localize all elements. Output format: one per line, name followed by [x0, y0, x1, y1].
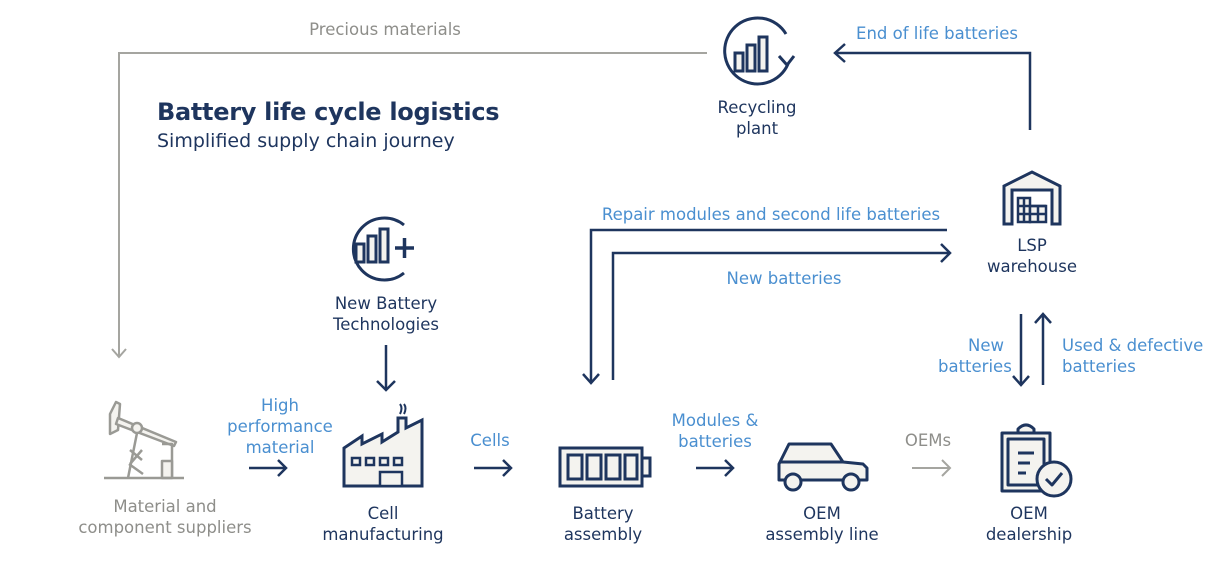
high-performance-arrow [249, 459, 288, 477]
oems-arrow [912, 459, 952, 477]
suppliers-label: Material and component suppliers [60, 496, 270, 538]
new-tech-label-line1: New Battery [334, 294, 438, 313]
high-perf-line1: High [261, 396, 299, 415]
chart-plus-icon [351, 216, 414, 282]
new-tech-connector [376, 345, 396, 392]
oil-pump-icon [104, 400, 184, 480]
used-defective-label: Used & defective batteries [1062, 335, 1222, 377]
cell-manufacturing-label: Cell manufacturing [305, 503, 461, 545]
new-batteries-label: New batteries [726, 269, 842, 288]
new-tech-label: New Battery Technologies [306, 293, 466, 335]
oem-dealer-label-line2: dealership [985, 525, 1073, 544]
high-perf-line3: material [245, 438, 315, 457]
battery-assembly-label: Battery assembly [543, 503, 663, 545]
modules-batteries-label: Modules & batteries [660, 410, 770, 452]
recycling-chart-icon [723, 16, 796, 86]
page-title: Battery life cycle logistics [157, 98, 500, 126]
high-perf-line2: performance [227, 417, 333, 436]
dealer-new-line2: batteries [938, 357, 1012, 376]
lsp-label-line1: LSP [1017, 236, 1047, 255]
cell-mfg-label-line1: Cell [367, 504, 399, 523]
warehouse-icon [1002, 170, 1062, 226]
high-performance-label: High performance material [220, 395, 340, 458]
modules-line2: batteries [678, 432, 752, 451]
oem-line-label-line1: OEM [803, 504, 841, 523]
recycling-plant-label: Recycling plant [700, 97, 814, 139]
precious-materials-label: Precious materials [309, 20, 461, 39]
repair-connector [582, 228, 947, 385]
battery-assembly-label-line2: assembly [563, 525, 643, 544]
modules-arrow [696, 459, 735, 477]
dealer-to-lsp-connector [1034, 312, 1052, 385]
cells-arrow [474, 459, 513, 477]
cells-label: Cells [470, 431, 510, 450]
battery-icon [558, 446, 652, 488]
oem-dealership-label: OEM dealership [972, 503, 1086, 545]
precious-materials-connector [111, 52, 707, 359]
oem-line-label-line2: assembly line [765, 525, 879, 544]
cell-mfg-label-line2: manufacturing [322, 525, 444, 544]
dealer-new-line1: New [968, 336, 1004, 355]
page-subtitle: Simplified supply chain journey [157, 130, 455, 152]
car-icon [777, 442, 869, 492]
suppliers-label-line1: Material and [113, 497, 217, 516]
oem-dealer-label-line1: OEM [1010, 504, 1048, 523]
modules-line1: Modules & [671, 411, 759, 430]
recycling-label-line2: plant [735, 119, 779, 138]
dealer-new-batteries-label: New batteries [938, 335, 1012, 377]
new-batteries-connector [611, 243, 952, 380]
battery-assembly-label-line1: Battery [572, 504, 634, 523]
repair-modules-label: Repair modules and second life batteries [601, 205, 941, 224]
lsp-to-dealer-connector [1012, 314, 1030, 387]
oems-label: OEMs [904, 431, 952, 450]
oem-assembly-line-label: OEM assembly line [752, 503, 892, 545]
clipboard-check-icon [1000, 423, 1073, 498]
used-line2: batteries [1062, 357, 1136, 376]
suppliers-label-line2: component suppliers [78, 518, 252, 537]
factory-icon [342, 403, 424, 488]
end-of-life-label: End of life batteries [856, 24, 1018, 43]
lsp-label-line2: warehouse [987, 257, 1077, 276]
recycling-label-line1: Recycling [717, 98, 797, 117]
lsp-warehouse-label: LSP warehouse [972, 235, 1092, 277]
new-tech-label-line2: Technologies [333, 315, 439, 334]
used-line1: Used & defective [1062, 336, 1204, 355]
end-of-life-connector [833, 43, 1032, 130]
